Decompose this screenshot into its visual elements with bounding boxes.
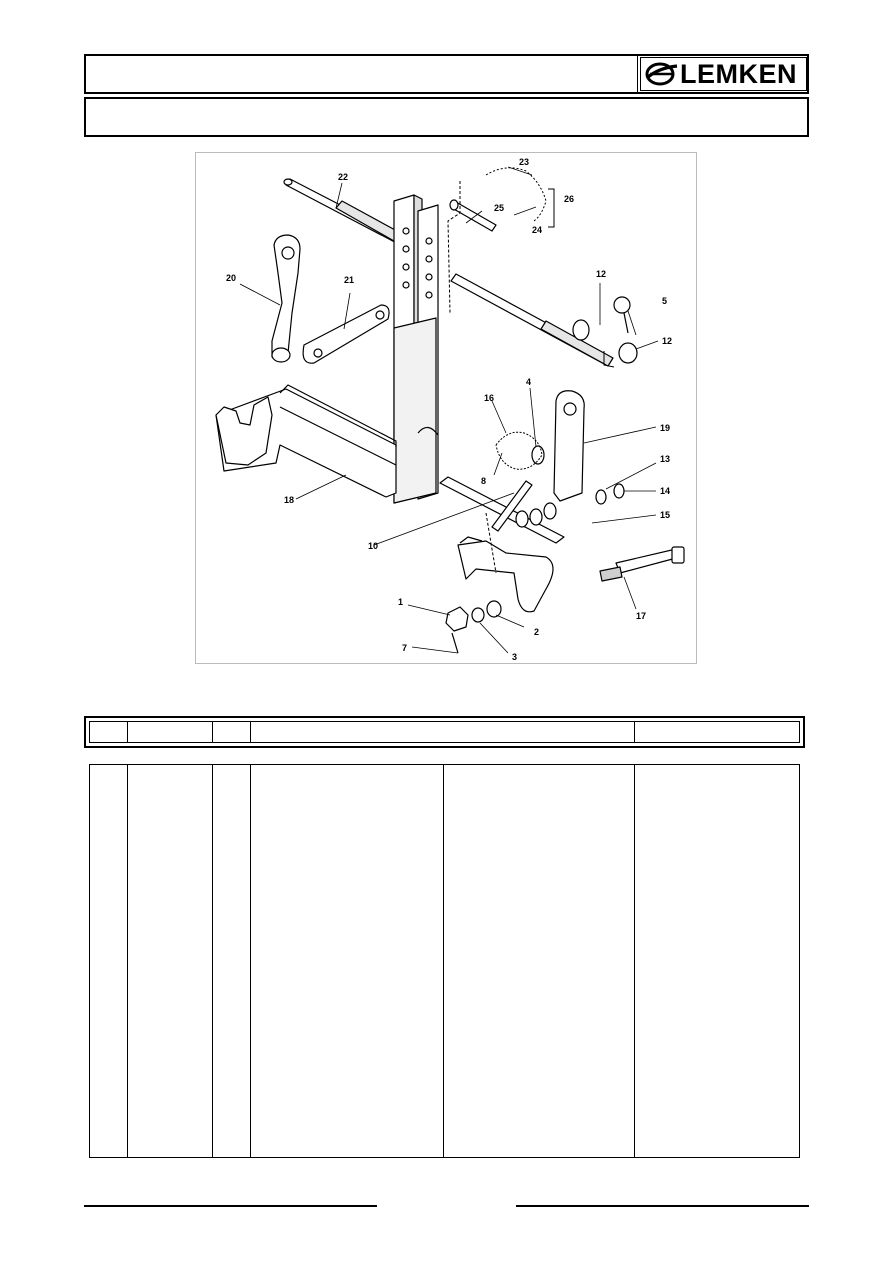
- logo-box: [640, 57, 807, 91]
- lemken-swoosh-icon: [645, 62, 678, 86]
- callout-20: 20: [226, 273, 236, 283]
- brand-name: LEMKEN: [680, 59, 797, 89]
- callout-23: 23: [519, 157, 529, 167]
- callout-4: 4: [526, 377, 531, 387]
- header-col-divider: [127, 721, 128, 743]
- callout-13: 13: [660, 454, 670, 464]
- callout-7: 7: [402, 643, 407, 653]
- callout-12-bottom: 12: [662, 336, 672, 346]
- parts-table-header-row: [89, 721, 800, 743]
- callout-26: 26: [564, 194, 574, 204]
- callout-2: 2: [534, 627, 539, 637]
- parts-drawing: 22 23 26 25 24 20 21 12 5 12 16 4 19 8 1…: [215, 157, 685, 662]
- callout-15: 15: [660, 510, 670, 520]
- footer-rule-left: [84, 1205, 377, 1207]
- header-box: [84, 54, 809, 94]
- body-col-divider: [212, 764, 213, 1158]
- brand-logo: LEMKEN: [644, 58, 806, 90]
- parts-table-header: [84, 716, 805, 748]
- exploded-parts-diagram: 22 23 26 25 24 20 21 12 5 12 16 4 19 8 1…: [195, 152, 697, 664]
- callout-21: 21: [344, 275, 354, 285]
- body-col-divider: [127, 764, 128, 1158]
- callout-16: 16: [484, 393, 494, 403]
- callout-17: 17: [636, 611, 646, 621]
- header-col-divider: [634, 721, 635, 743]
- callout-24: 24: [532, 225, 542, 235]
- callout-8: 8: [481, 476, 486, 486]
- callout-5: 5: [662, 296, 667, 306]
- parts-table-body: [89, 764, 800, 1158]
- callout-19: 19: [660, 423, 670, 433]
- footer-rule-right: [516, 1205, 809, 1207]
- header-col-divider: [250, 721, 251, 743]
- callout-14: 14: [660, 486, 670, 496]
- header-title-box: [84, 97, 809, 137]
- body-col-divider: [443, 764, 444, 1158]
- header-divider: [637, 56, 638, 92]
- header-col-divider: [212, 721, 213, 743]
- callout-25: 25: [494, 203, 504, 213]
- callout-12-top: 12: [596, 269, 606, 279]
- callout-10: 10: [368, 541, 378, 551]
- callout-3: 3: [512, 652, 517, 662]
- callout-22: 22: [338, 172, 348, 182]
- body-col-divider: [250, 764, 251, 1158]
- callout-1: 1: [398, 597, 403, 607]
- callout-18: 18: [284, 495, 294, 505]
- body-col-divider: [634, 764, 635, 1158]
